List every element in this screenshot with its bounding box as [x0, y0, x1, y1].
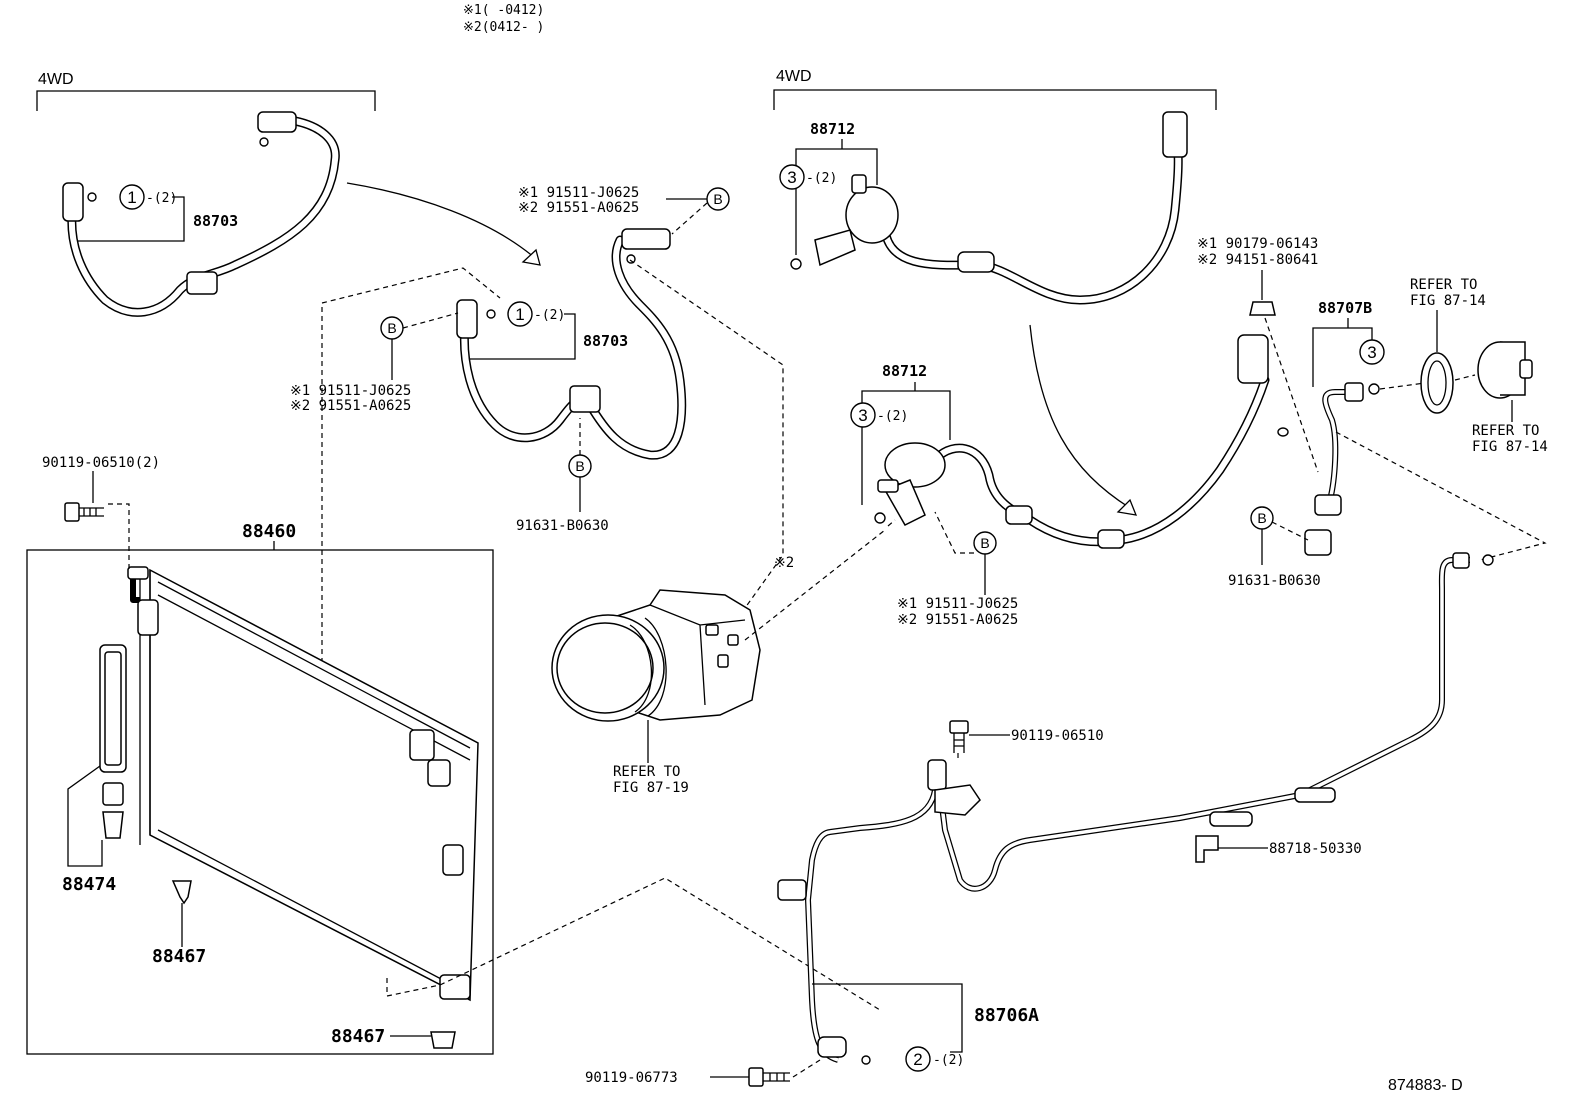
- refer-14b-line1: REFER TO: [1472, 423, 1539, 439]
- note-1: ※1( -0412): [463, 3, 544, 18]
- part-88712-top: 88712: [810, 120, 855, 138]
- svg-text:-(2): -(2): [534, 308, 565, 323]
- part-90119-06510: 90119-06510: [1011, 728, 1104, 744]
- expansion-seal: [1420, 352, 1454, 414]
- part-88706a: 88706A: [974, 1005, 1039, 1026]
- callout-3-right: [1359, 339, 1385, 365]
- part-88703-top: 88703: [193, 212, 238, 230]
- leader-88703-top: [78, 196, 185, 242]
- bolt-left-2: ※2 91551-A0625: [290, 398, 411, 414]
- dashed-hose-compressor: [629, 259, 784, 609]
- part-88703-mid: 88703: [583, 332, 628, 350]
- refer-19-line1: REFER TO: [613, 764, 680, 780]
- pipe-88706a: [777, 552, 1494, 1063]
- part-88467-b: 88467: [331, 1026, 385, 1047]
- note-2: ※2(0412- ): [463, 20, 544, 35]
- svg-text:B: B: [1257, 510, 1266, 526]
- bolt-90119-06773: [748, 1067, 790, 1087]
- svg-text:3: 3: [1367, 343, 1376, 362]
- compressor: [551, 589, 761, 722]
- refer-14a-line1: REFER TO: [1410, 277, 1477, 293]
- group-label-4wd-left: 4WD: [38, 71, 74, 88]
- bolt-top-1: ※1 91511-J0625: [518, 185, 639, 201]
- arrow-left-4wd: [346, 182, 536, 259]
- svg-text:3: 3: [787, 168, 796, 187]
- bolt-90119-06510-left: [64, 502, 104, 522]
- group-label-4wd-right: 4WD: [776, 68, 812, 85]
- part-88474: 88474: [62, 874, 116, 895]
- clamp-88718: [1195, 835, 1219, 863]
- svg-text:B: B: [387, 320, 396, 336]
- nut-icon: [1249, 301, 1276, 316]
- bolt-mid-1: ※1 91511-J0625: [897, 596, 1018, 612]
- nut-2: ※2 94151-80641: [1197, 252, 1318, 268]
- hose-88703: [456, 228, 687, 460]
- qty-1-left: -(2): [146, 191, 177, 206]
- svg-text:1: 1: [515, 305, 524, 324]
- condenser-88460: [127, 566, 479, 1002]
- callout-1-left: [119, 184, 145, 210]
- svg-text:B: B: [713, 191, 722, 207]
- part-90119-06510-qty: 90119-06510(2): [42, 455, 160, 471]
- refer-14b-line2: FIG 87-14: [1472, 439, 1548, 455]
- bolt-90119-06510: [949, 720, 969, 753]
- callout-3-mid: [850, 402, 876, 428]
- refer-14a-line2: FIG 87-14: [1410, 293, 1486, 309]
- leader-88703-mid: [470, 313, 576, 360]
- part-88718-50330: 88718-50330: [1269, 841, 1362, 857]
- part-88712-mid: 88712: [882, 362, 927, 380]
- mark-2: ※2: [774, 555, 794, 571]
- svg-text:B: B: [980, 535, 989, 551]
- part-88460: 88460: [242, 521, 296, 542]
- part-88467-upper: [171, 880, 192, 947]
- svg-text:3: 3: [858, 406, 867, 425]
- svg-text:B: B: [575, 458, 584, 474]
- arrow-right-4wd: [1029, 324, 1131, 509]
- callout-3-top: [779, 164, 805, 190]
- part-88467-lower: [430, 1031, 456, 1049]
- part-88707b: 88707B: [1318, 299, 1372, 317]
- nut-1: ※1 90179-06143: [1197, 236, 1318, 252]
- svg-text:-(2): -(2): [806, 171, 837, 186]
- part-88467-a: 88467: [152, 946, 206, 967]
- callout-2: [905, 1046, 931, 1072]
- frame-condenser: [26, 549, 494, 1055]
- hose-88712: [874, 334, 1270, 549]
- svg-text:2: 2: [913, 1050, 922, 1069]
- hose-88703-4wd: [62, 111, 340, 317]
- bolt-left-1: ※1 91511-J0625: [290, 383, 411, 399]
- bolt-top-2: ※2 91551-A0625: [518, 200, 639, 216]
- callout-1-mid: [507, 301, 533, 327]
- part-91631-right: 91631-B0630: [1228, 573, 1321, 589]
- diagram-id: 874883- D: [1388, 1077, 1463, 1094]
- part-88474-bracket: [99, 644, 127, 839]
- dashed-88703-cond: [321, 267, 501, 888]
- part-91631-left: 91631-B0630: [516, 518, 609, 534]
- refer-19-line2: FIG 87-19: [613, 780, 689, 796]
- part-90119-06773: 90119-06773: [585, 1070, 678, 1086]
- bracket-4wd-right: [773, 89, 1217, 110]
- svg-text:-(2): -(2): [877, 409, 908, 424]
- hose-88707b: [1304, 382, 1364, 556]
- bracket-4wd-left: [36, 90, 376, 111]
- svg-text:1: 1: [127, 188, 136, 207]
- expansion-valve: [1477, 341, 1533, 399]
- hose-88712-4wd: [790, 111, 1188, 305]
- bolt-mid-2: ※2 91551-A0625: [897, 612, 1018, 628]
- svg-text:-(2): -(2): [933, 1053, 964, 1068]
